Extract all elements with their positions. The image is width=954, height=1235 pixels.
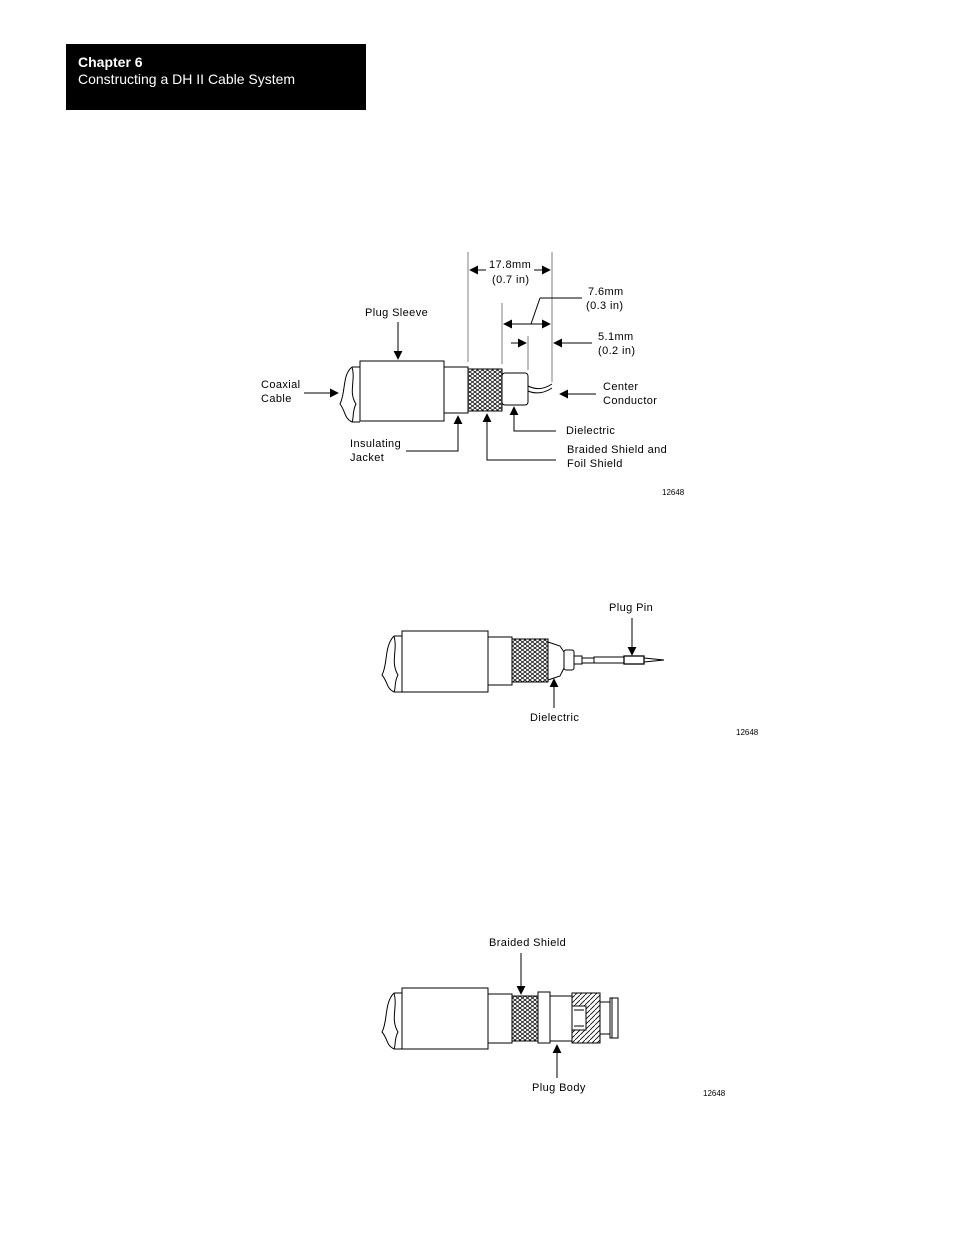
braided-shield-shape xyxy=(467,368,503,412)
label-plug-body: Plug Body xyxy=(532,1082,586,1094)
insulating-jacket-shape xyxy=(443,366,469,414)
plug-sleeve-shape xyxy=(359,360,445,422)
figure-1-number: 12648 xyxy=(662,488,685,497)
chapter-number: Chapter 6 xyxy=(78,54,143,70)
label-plug-pin: Plug Pin xyxy=(609,602,653,614)
jacket-shape-2 xyxy=(487,636,513,686)
dim-small-mm: 5.1mm xyxy=(598,331,634,343)
label-dielectric: Dielectric xyxy=(566,425,615,437)
label-foil-shield: Foil Shield xyxy=(567,458,623,470)
label-dielectric-2: Dielectric xyxy=(530,712,579,724)
label-insulating: Insulating xyxy=(350,438,401,450)
plug-sleeve-shape-2 xyxy=(401,630,489,693)
dielectric-shape xyxy=(501,372,529,406)
label-center: Center xyxy=(603,381,638,393)
label-plug-sleeve: Plug Sleeve xyxy=(365,307,428,319)
label-coaxial: Coaxial xyxy=(261,379,301,391)
dim-total-mm: 17.8mm xyxy=(489,259,531,271)
dim-total-in: (0.7 in) xyxy=(492,274,529,286)
plug-body-ring xyxy=(537,991,551,1044)
figure-3-plug-body: Braided Shield Plug Body 12648 xyxy=(381,937,726,1098)
label-conductor: Conductor xyxy=(603,395,657,407)
dim-small-in: (0.2 in) xyxy=(598,345,635,357)
chapter-header: Chapter 6 Constructing a DH II Cable Sys… xyxy=(66,44,366,110)
figure-2-plug-pin: Plug Pin Dielectric 12648 xyxy=(381,602,759,737)
figure-2-number: 12648 xyxy=(736,728,759,737)
plug-sleeve-shape-3 xyxy=(401,987,489,1050)
label-braided-shield: Braided Shield and xyxy=(567,444,667,456)
braid-shape-3 xyxy=(511,995,539,1042)
dielectric-shape-2 xyxy=(547,641,565,681)
label-cable: Cable xyxy=(261,393,292,405)
dim-mid-mm: 7.6mm xyxy=(588,286,624,298)
figure-1-cable-stripping: 17.8mm (0.7 in) 7.6mm (0.3 in) 5.1mm (0.… xyxy=(261,252,685,497)
dim-mid-in: (0.3 in) xyxy=(586,300,623,312)
chapter-title: Constructing a DH II Cable System xyxy=(78,71,296,87)
label-braided-shield-3: Braided Shield xyxy=(489,937,566,949)
jacket-shape-3 xyxy=(487,993,513,1044)
braid-shape-2 xyxy=(511,638,549,683)
plug-body-shape xyxy=(549,995,573,1042)
label-jacket: Jacket xyxy=(350,452,384,464)
figure-3-number: 12648 xyxy=(703,1089,726,1098)
